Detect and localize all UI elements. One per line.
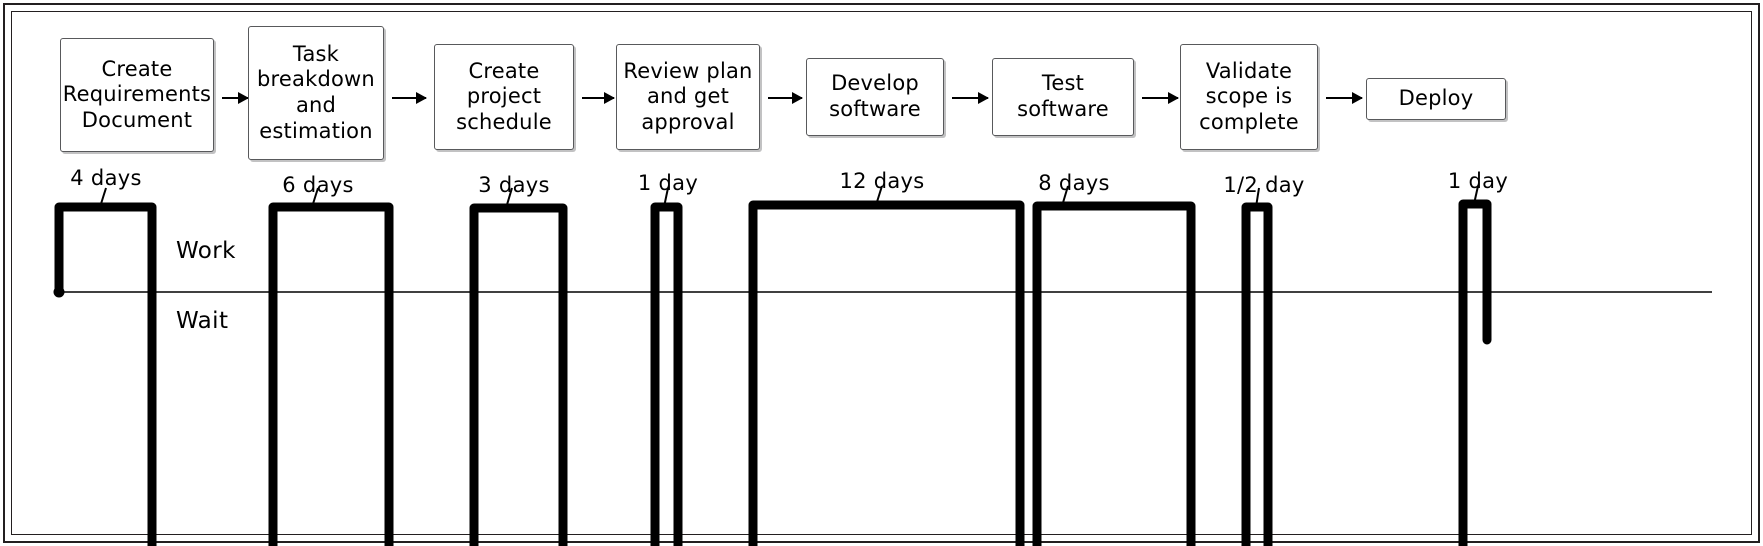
wave-start-dot xyxy=(53,286,65,298)
work-duration-label-task-breakdown-and-estimation: 6 days xyxy=(282,173,354,197)
process-box-deploy[interactable]: Deploy xyxy=(1366,78,1506,120)
arrow-4 xyxy=(768,92,803,104)
work-duration-label-deploy: 1 day xyxy=(1447,169,1509,193)
work-duration-label-test-software: 8 days xyxy=(1038,171,1110,195)
arrow-1 xyxy=(222,92,249,104)
square-wave-path xyxy=(54,199,1492,546)
process-flow-row: Create Requirements Document Task breakd… xyxy=(0,0,1763,170)
work-duration-label-validate-scope-is-complete: 1/2 day xyxy=(1223,173,1305,197)
process-box-validate-scope-is-complete[interactable]: Validate scope is complete xyxy=(1180,44,1318,150)
arrow-6 xyxy=(1142,92,1179,104)
process-box-test-software[interactable]: Test software xyxy=(992,58,1134,136)
label-leader-lines xyxy=(99,185,1479,209)
process-box-task-breakdown-and-estimation[interactable]: Task breakdown and estimation xyxy=(248,26,384,160)
process-box-create-project-schedule[interactable]: Create project schedule xyxy=(434,44,574,150)
work-duration-label-create-requirements-document: 4 days xyxy=(70,166,142,190)
axis-label-work: Work xyxy=(176,238,236,264)
inner-border xyxy=(11,11,1752,535)
arrow-2 xyxy=(392,92,427,104)
arrow-7 xyxy=(1326,92,1363,104)
process-box-review-plan-and-get-approval[interactable]: Review plan and get approval xyxy=(616,44,760,150)
outer-border xyxy=(3,3,1760,543)
work-duration-label-develop-software: 12 days xyxy=(839,169,925,193)
waveform-svg xyxy=(53,185,1712,546)
process-box-develop-software[interactable]: Develop software xyxy=(806,58,944,136)
work-wait-waveform: Work Wait 4 days 6 days 3 days 1 day 12 … xyxy=(0,160,1763,546)
process-box-create-requirements-document[interactable]: Create Requirements Document xyxy=(60,38,214,152)
work-duration-label-review-plan-and-get-approval: 1 day xyxy=(637,171,699,195)
arrow-5 xyxy=(952,92,989,104)
work-duration-label-create-project-schedule: 3 days xyxy=(478,173,550,197)
axis-label-wait: Wait xyxy=(176,308,229,334)
arrow-3 xyxy=(582,92,615,104)
